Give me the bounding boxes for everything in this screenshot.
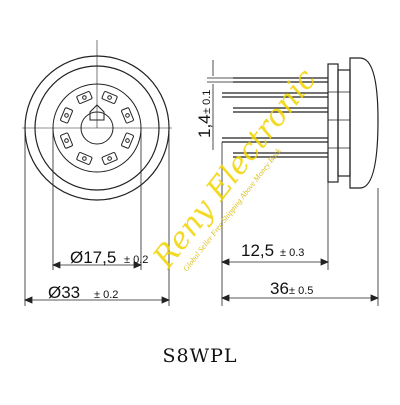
dim-1-4-group: 1,4 ± 0.1 (195, 90, 214, 138)
arrow (320, 258, 330, 266)
pin-contact-hole (107, 95, 112, 100)
front-view (22, 40, 172, 201)
pin-contact-hole (125, 138, 130, 143)
dim-36-label: 36 (270, 279, 289, 298)
socket-body (337, 69, 351, 177)
pin-contact-hole (82, 156, 87, 161)
pin-contacts (60, 91, 134, 165)
dim-33-label: Ø33 (48, 283, 80, 302)
pin-contact (76, 91, 93, 104)
dim-12-5-tolerance: ± 0.3 (280, 247, 304, 259)
socket-flange (349, 57, 379, 189)
arrow (370, 294, 380, 302)
pin-contact-hole (82, 95, 87, 100)
arrow (133, 261, 143, 269)
arrow (161, 296, 171, 304)
side-dimensions (207, 60, 380, 306)
pin-contact (121, 107, 134, 124)
socket-base (327, 63, 339, 183)
arrow (23, 296, 33, 304)
dim-1-4-tolerance: ± 0.1 (201, 90, 213, 114)
dim-17-label: Ø17,5 (70, 248, 116, 267)
arrow (220, 258, 230, 266)
side-view (222, 57, 379, 189)
pin-contact (101, 91, 118, 104)
watermark-brand: Reny Electronic (146, 62, 324, 275)
pin-contact (101, 152, 118, 165)
pin-contact-hole (107, 156, 112, 161)
pin-contact (76, 152, 93, 165)
model-title: S8WPL (162, 345, 237, 367)
dim-12-5-label: 12,5 (241, 241, 274, 260)
dim-1-4-label: 1,4 (195, 114, 214, 138)
pin-contact-hole (125, 113, 130, 118)
pin-contact (60, 107, 73, 124)
pin-contact (121, 132, 134, 149)
dim-33-tolerance: ± 0.2 (94, 289, 118, 301)
arrow (51, 261, 61, 269)
front-dimensions (23, 128, 171, 306)
dim-36-tolerance: ± 0.5 (289, 285, 313, 297)
arrow (220, 294, 230, 302)
pin-contact (60, 132, 73, 149)
dim-17-tolerance: ± 0.2 (124, 254, 148, 266)
pin-contact-hole (64, 113, 69, 118)
pin-contact-hole (64, 138, 69, 143)
